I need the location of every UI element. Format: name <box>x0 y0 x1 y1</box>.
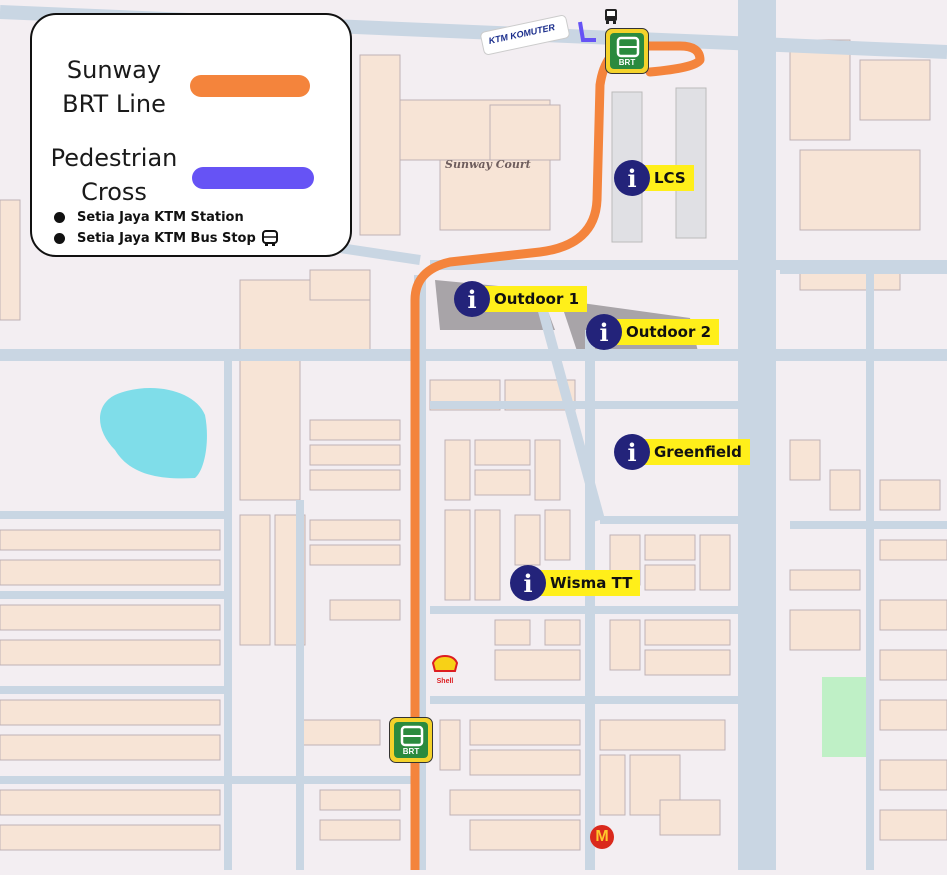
map-legend: Sunway BRT Line Pedestrian Cross Setia J… <box>30 13 352 257</box>
legend-pedestrian-title: Pedestrian Cross <box>50 141 178 209</box>
info-icon: i <box>586 314 622 350</box>
poi-outdoor-1[interactable]: i Outdoor 1 <box>454 281 588 317</box>
legend-item-station: Setia Jaya KTM Station <box>54 210 244 225</box>
bus-icon <box>400 725 424 747</box>
poi-label: Outdoor 1 <box>484 286 588 312</box>
poi-label: Greenfield <box>644 439 750 465</box>
bus-stop-icon <box>604 8 618 24</box>
shell-label: Shell <box>436 678 454 685</box>
info-icon: i <box>454 281 490 317</box>
ktm-logo: KTM KOMUTER <box>478 15 578 55</box>
legend-bus-stop-label: Setia Jaya KTM Bus Stop <box>77 231 256 246</box>
pedestrian-swatch <box>192 167 314 189</box>
legend-ped-title-line1: Pedestrian <box>50 144 178 172</box>
brt-line-swatch <box>190 75 310 97</box>
info-icon: i <box>614 434 650 470</box>
poi-greenfield[interactable]: i Greenfield <box>614 434 750 470</box>
poi-label: Outdoor 2 <box>616 319 720 345</box>
legend-brt-title-line1: Sunway <box>66 56 162 84</box>
poi-lcs[interactable]: i LCS <box>614 160 694 196</box>
bus-icon <box>616 36 640 58</box>
legend-brt-title-line2: BRT Line <box>62 90 166 118</box>
poi-label: LCS <box>644 165 694 191</box>
poi-outdoor-2[interactable]: i Outdoor 2 <box>586 314 720 350</box>
brt-station-marker[interactable]: BRT <box>389 717 433 763</box>
bullet-icon <box>54 212 65 223</box>
brt-label: BRT <box>618 58 636 67</box>
brt-label: BRT <box>402 747 420 756</box>
mcdonalds-icon: M <box>590 825 614 849</box>
poi-label: Wisma TT <box>540 570 641 596</box>
shell-logo: Shell <box>431 654 459 685</box>
bullet-icon <box>54 233 65 244</box>
sunway-court-label: Sunway Court <box>445 158 531 171</box>
legend-item-bus-stop: Setia Jaya KTM Bus Stop <box>54 230 278 247</box>
brt-station-marker[interactable]: BRT <box>605 28 649 74</box>
bus-icon <box>261 230 278 246</box>
legend-brt-title: Sunway BRT Line <box>50 53 178 121</box>
info-icon: i <box>510 565 546 601</box>
legend-station-label: Setia Jaya KTM Station <box>77 210 244 225</box>
legend-ped-title-line2: Cross <box>81 178 147 206</box>
info-icon: i <box>614 160 650 196</box>
shell-icon <box>431 654 459 672</box>
poi-wisma-tt[interactable]: i Wisma TT <box>510 565 641 601</box>
